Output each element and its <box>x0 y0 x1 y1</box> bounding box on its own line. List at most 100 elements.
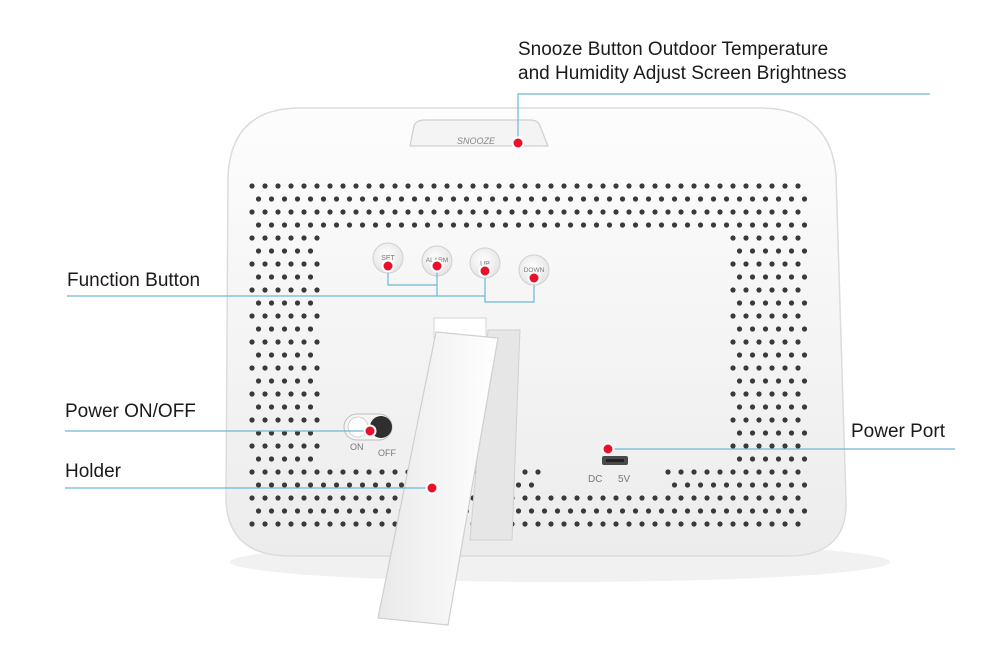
speaker-hole <box>281 456 288 462</box>
speaker-hole <box>314 391 320 397</box>
speaker-hole <box>333 196 340 202</box>
power-switch-callout: Power ON/OFF <box>65 401 196 422</box>
speaker-hole <box>249 495 255 501</box>
speaker-hole <box>658 222 665 228</box>
speaker-hole <box>268 430 275 436</box>
speaker-hole <box>769 235 775 241</box>
speaker-hole <box>795 261 801 267</box>
speaker-hole <box>255 196 262 202</box>
speaker-hole <box>353 469 359 475</box>
speaker-hole <box>691 183 697 189</box>
speaker-hole <box>580 222 587 228</box>
speaker-hole <box>444 209 450 215</box>
speaker-hole <box>678 521 684 527</box>
speaker-hole <box>327 469 333 475</box>
speaker-hole <box>782 495 788 501</box>
speaker-hole <box>671 508 678 514</box>
speaker-hole <box>288 365 294 371</box>
speaker-hole <box>717 521 723 527</box>
speaker-hole <box>307 482 314 488</box>
clock-body <box>225 107 847 557</box>
speaker-hole <box>782 209 788 215</box>
speaker-hole <box>288 313 294 319</box>
speaker-hole <box>333 508 340 514</box>
speaker-hole <box>307 456 314 462</box>
speaker-hole <box>340 521 346 527</box>
speaker-hole <box>762 404 769 410</box>
speaker-hole <box>736 482 743 488</box>
speaker-hole <box>801 196 808 202</box>
speaker-hole <box>268 482 275 488</box>
speaker-hole <box>710 222 717 228</box>
speaker-hole <box>678 469 684 475</box>
speaker-hole <box>255 274 262 280</box>
speaker-hole <box>769 417 775 423</box>
speaker-hole <box>275 443 281 449</box>
speaker-hole <box>723 482 730 488</box>
speaker-hole <box>385 222 392 228</box>
speaker-hole <box>782 235 788 241</box>
speaker-hole <box>600 183 606 189</box>
speaker-hole <box>314 521 320 527</box>
speaker-hole <box>476 222 483 228</box>
speaker-hole <box>775 300 782 306</box>
speaker-hole <box>262 443 268 449</box>
speaker-hole <box>314 183 320 189</box>
speaker-hole <box>736 378 743 384</box>
speaker-hole <box>749 352 756 358</box>
speaker-hole <box>756 417 762 423</box>
speaker-hole <box>249 261 255 267</box>
speaker-hole <box>268 274 275 280</box>
snooze-bar-label: SNOOZE <box>457 136 496 146</box>
speaker-hole <box>275 391 281 397</box>
speaker-hole <box>574 495 580 501</box>
speaker-hole <box>470 183 476 189</box>
speaker-hole <box>606 508 613 514</box>
function-button-callout: Function Button <box>67 270 201 291</box>
speaker-hole <box>554 508 561 514</box>
speaker-hole <box>801 404 808 410</box>
speaker-hole <box>697 482 704 488</box>
speaker-hole <box>775 404 782 410</box>
speaker-hole <box>619 196 626 202</box>
speaker-hole <box>340 209 346 215</box>
speaker-hole <box>801 300 808 306</box>
port-dc-label: DC <box>588 474 602 485</box>
speaker-hole <box>665 495 671 501</box>
switch-on-label: ON <box>350 442 364 452</box>
speaker-hole <box>255 404 262 410</box>
speaker-hole <box>795 391 801 397</box>
speaker-hole <box>398 222 405 228</box>
speaker-hole <box>762 430 769 436</box>
speaker-hole <box>275 495 281 501</box>
speaker-hole <box>262 287 268 293</box>
speaker-hole <box>294 378 301 384</box>
speaker-hole <box>749 404 756 410</box>
speaker-hole <box>255 326 262 332</box>
speaker-hole <box>743 183 749 189</box>
speaker-hole <box>593 508 600 514</box>
speaker-hole <box>496 183 502 189</box>
speaker-hole <box>788 482 795 488</box>
speaker-hole <box>567 508 574 514</box>
speaker-hole <box>522 521 528 527</box>
speaker-hole <box>730 235 736 241</box>
speaker-hole <box>411 196 418 202</box>
speaker-hole <box>756 183 762 189</box>
speaker-hole <box>275 287 281 293</box>
speaker-hole <box>294 300 301 306</box>
speaker-hole <box>593 222 600 228</box>
speaker-hole <box>424 222 431 228</box>
speaker-hole <box>743 287 749 293</box>
speaker-hole <box>249 183 255 189</box>
speaker-hole <box>281 430 288 436</box>
speaker-hole <box>795 365 801 371</box>
speaker-hole <box>710 508 717 514</box>
speaker-hole <box>327 183 333 189</box>
speaker-hole <box>743 209 749 215</box>
speaker-hole <box>645 196 652 202</box>
speaker-hole <box>320 508 327 514</box>
speaker-hole <box>307 248 314 254</box>
speaker-hole <box>782 469 788 475</box>
